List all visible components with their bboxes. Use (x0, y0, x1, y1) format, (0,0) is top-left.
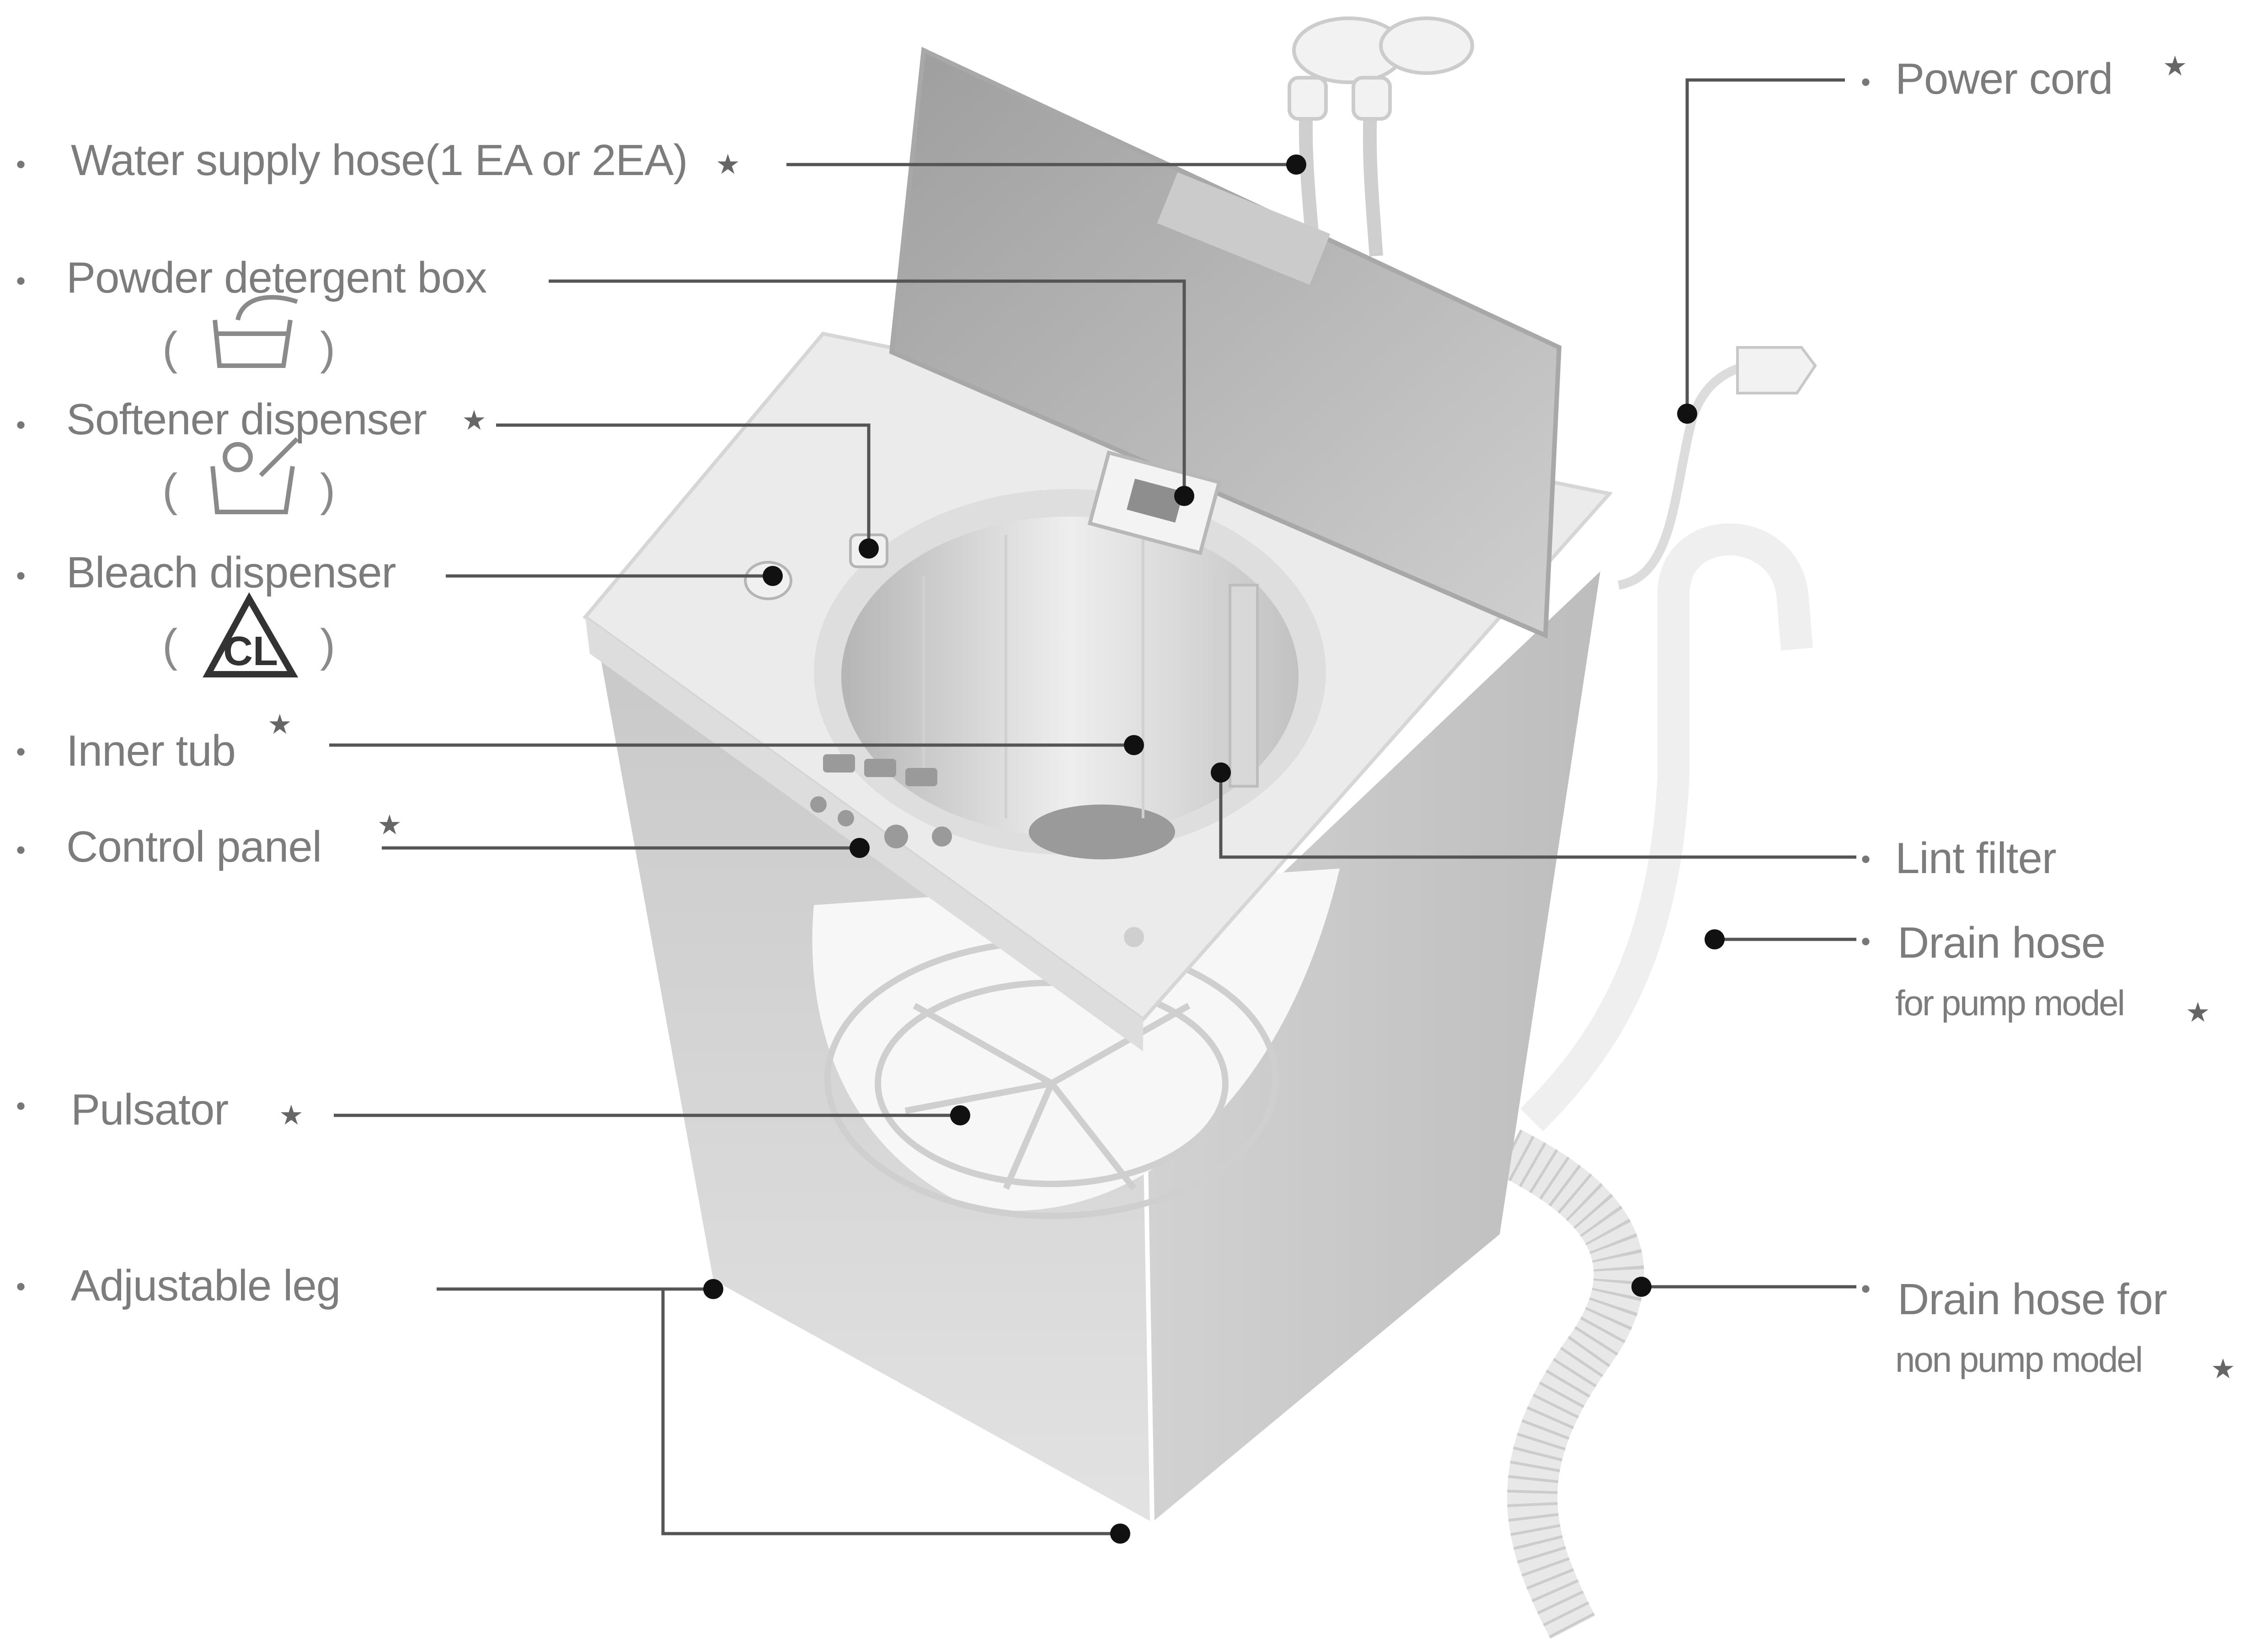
label-power-cord: Power cord (1895, 57, 2113, 101)
star-drain-pump: ★ (2186, 999, 2210, 1026)
bullet-lint-filter: • (1861, 846, 1871, 873)
drain-hose-nonpump-shape (1509, 1152, 1619, 1627)
star-drain-nonpump: ★ (2211, 1355, 2235, 1383)
bullet-powder: • (16, 267, 26, 295)
label-drain-hose-nonpump-line2: non pump model (1895, 1342, 2142, 1377)
bullet-softener: • (16, 411, 26, 439)
label-inner-tub: Inner tub (66, 729, 235, 773)
star-control-panel: ★ (377, 811, 402, 839)
label-softener-dispenser: Softener dispenser (66, 398, 427, 442)
label-drain-hose-pump-line2: for pump model (1895, 985, 2124, 1021)
star-inner-tub: ★ (267, 711, 292, 738)
label-water-supply-hose: Water supply hose(1 EA or 2EA) (71, 139, 687, 182)
paren-open-powder: ( (162, 322, 177, 375)
paren-close-softener: ) (320, 464, 335, 517)
plug-shape (1737, 347, 1815, 393)
label-drain-hose-nonpump-line1: Drain hose for (1898, 1278, 2167, 1322)
bullet-inner-tub: • (16, 738, 26, 766)
bullet-control-panel: • (16, 837, 26, 864)
star-water-supply: ★ (716, 151, 740, 178)
bullet-water-supply: • (16, 151, 26, 178)
label-control-panel: Control panel (66, 825, 321, 869)
bullet-drain-nonpump: • (1861, 1275, 1871, 1303)
bullet-adjustable-leg: • (16, 1273, 26, 1300)
bullet-drain-pump: • (1861, 928, 1871, 955)
label-powder-detergent-box: Powder detergent box (66, 256, 486, 300)
deck-knob (1124, 927, 1144, 947)
bleach-symbol-text: CL (223, 629, 278, 674)
label-pulsator: Pulsator (71, 1088, 228, 1132)
star-power-cord: ★ (2163, 53, 2187, 80)
paren-close-bleach: ) (320, 619, 335, 672)
bullet-power-cord: • (1861, 69, 1871, 96)
label-bleach-dispenser: Bleach dispenser (66, 551, 396, 595)
label-lint-filter: Lint filter (1895, 837, 2056, 880)
bleach-icon: CL (208, 599, 293, 674)
paren-open-bleach: ( (162, 619, 177, 672)
paren-close-powder: ) (320, 322, 335, 375)
paren-open-softener: ( (162, 464, 177, 517)
star-softener: ★ (462, 407, 486, 434)
tub-bottom (1029, 805, 1175, 859)
faucets (1289, 18, 1472, 119)
star-pulsator: ★ (279, 1102, 304, 1129)
label-adjustable-leg: Adjustable leg (71, 1264, 340, 1308)
label-drain-hose-pump-line1: Drain hose (1898, 921, 2105, 965)
bullet-pulsator: • (16, 1092, 26, 1120)
bullet-bleach: • (16, 562, 26, 590)
lint-filter-shape (1230, 585, 1257, 786)
powder-detergent-icon (215, 297, 297, 366)
softener-icon (213, 439, 297, 512)
